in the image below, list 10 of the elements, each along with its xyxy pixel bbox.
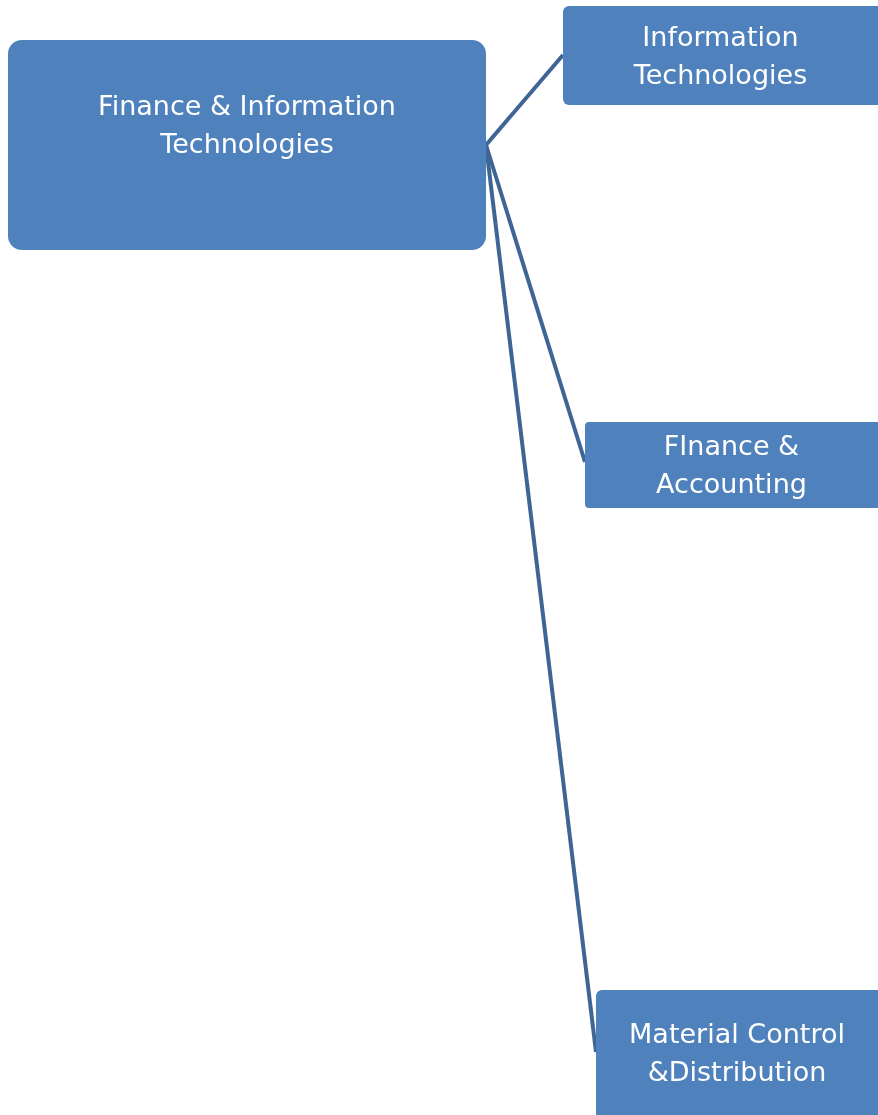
connector-line (484, 144, 598, 1053)
box-label: Information Technologies (632, 19, 809, 92)
process-box (596, 990, 878, 1115)
process-box (563, 6, 878, 105)
connector-line (484, 53, 565, 147)
box-label: Finance & Information Technologies (97, 89, 397, 161)
box-label: FInance & Accounting (655, 429, 808, 501)
process-box (8, 40, 486, 250)
process-box (585, 422, 878, 508)
box-label: Material Control &Distribution (628, 1016, 846, 1089)
